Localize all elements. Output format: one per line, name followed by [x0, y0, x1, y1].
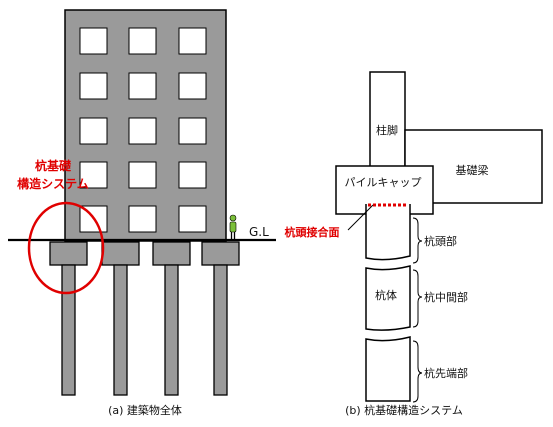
diagram-b-system: 柱脚 基礎梁 パイルキャップ 杭頭接合面 杭体 杭頭部 杭中間部 杭先端部 (b… [285, 71, 543, 417]
system-label-line1: 杭基礎 [35, 158, 72, 173]
pile-head-joint-label: 杭頭接合面 [285, 225, 340, 239]
window [178, 117, 207, 145]
system-label-line2: 構造システム [17, 176, 89, 191]
window [178, 72, 207, 100]
foundation-beam-label: 基礎梁 [456, 163, 489, 177]
pile-head-label: 杭頭部 [424, 234, 457, 248]
brace-head [412, 217, 423, 264]
pile-segment-head [365, 204, 411, 261]
diagram-a-building: G.L 杭基礎 構造システム (a) 建築物全体 [8, 9, 276, 417]
column [369, 71, 406, 171]
highlight-ellipse [27, 201, 105, 295]
caption-b: (b) 杭基礎構造システム [345, 403, 463, 417]
gl-label: G.L [249, 225, 269, 239]
window [79, 117, 108, 145]
pile-cap [101, 241, 140, 266]
brace-middle [412, 269, 423, 328]
window [128, 27, 157, 55]
window [79, 72, 108, 100]
building-windows [79, 27, 207, 233]
pile-segment-middle [365, 265, 411, 331]
window [79, 27, 108, 55]
window [178, 205, 207, 233]
brace-tip [412, 340, 423, 403]
braces [412, 217, 423, 403]
pile-cap [152, 241, 191, 266]
pile [61, 264, 76, 396]
pile [164, 264, 179, 396]
window [178, 27, 207, 55]
piles-a [61, 264, 228, 396]
pile-b [365, 204, 411, 402]
pile [213, 264, 228, 396]
pile-body-label: 杭体 [375, 288, 397, 302]
pile-segment-tip [365, 336, 411, 402]
pile-cap [49, 241, 88, 266]
window [128, 161, 157, 189]
window [128, 72, 157, 100]
joint-leader-line [347, 204, 374, 231]
pile-tip-label: 杭先端部 [424, 366, 468, 380]
pile-cap [201, 241, 240, 266]
window [178, 161, 207, 189]
caption-a: (a) 建築物全体 [108, 403, 182, 417]
pile-cap-label: パイルキャップ [345, 176, 422, 189]
pile-middle-label: 杭中間部 [424, 290, 468, 304]
column-base-label: 柱脚 [376, 123, 398, 137]
pile [113, 264, 128, 396]
pile-caps-a [49, 241, 240, 266]
window [79, 161, 108, 189]
window [128, 117, 157, 145]
person-figure [229, 214, 237, 239]
window [128, 205, 157, 233]
